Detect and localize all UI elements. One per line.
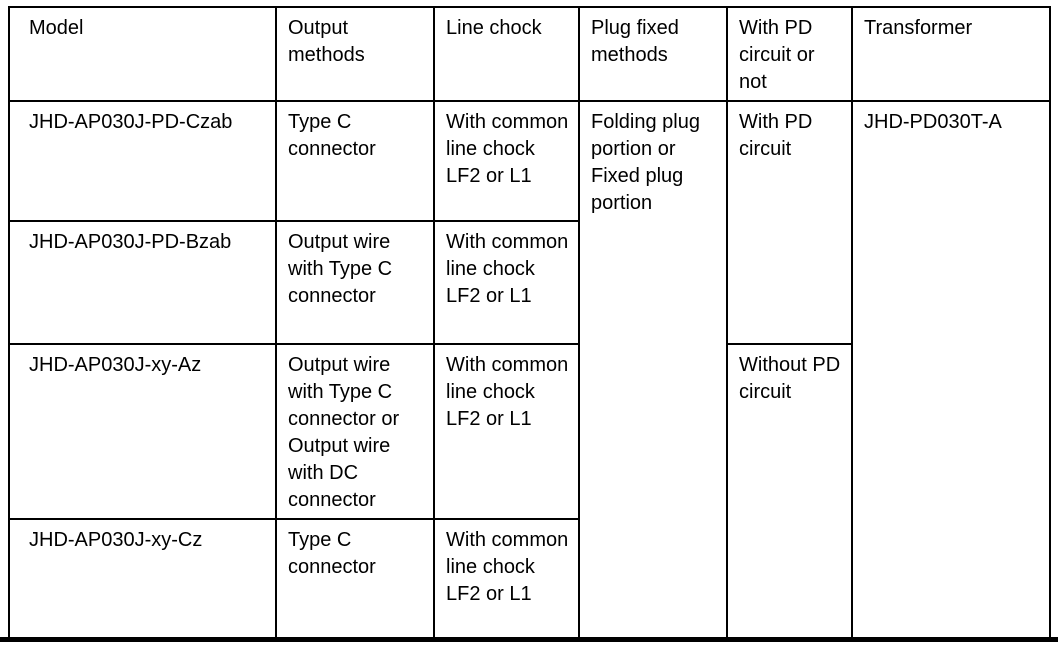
model-cell: JHD-AP030J-PD-Czab [8,100,277,222]
header-pd-circuit: With PD circuit or not [726,6,853,102]
output-methods-cell: Output wire with Type C connector or Out… [275,343,435,520]
model-cell: JHD-AP030J-PD-Bzab [8,220,277,345]
table-row: JHD-AP030J-PD-Bzab Output wire with Type… [8,220,1050,345]
table-header-row: Model Output methods Line chock Plug fix… [8,6,1051,102]
header-plug-fixed-methods: Plug fixed methods [578,6,728,102]
header-model: Model [8,6,277,102]
table-row: JHD-AP030J-xy-Cz Type C connector With c… [8,518,1050,640]
model-cell: JHD-AP030J-xy-Cz [8,518,277,640]
output-methods-cell: Output wire with Type C connector [275,220,435,345]
output-methods-cell: Type C connector [275,100,435,222]
without-pd-circuit-cell: Without PD circuit [726,343,853,640]
line-chock-cell: With common line chock LF2 or L1 [433,100,580,222]
page-bottom-rule [0,637,1058,642]
header-output-methods: Output methods [275,6,435,102]
table-row: JHD-AP030J-PD-Czab Type C connector With… [8,100,1051,640]
table-row: JHD-AP030J-xy-Az Output wire with Type C… [8,343,1050,640]
model-spec-table: Model Output methods Line chock Plug fix… [8,6,1051,640]
output-methods-cell: Type C connector [275,518,435,640]
transformer-cell: JHD-PD030T-A [851,100,1051,640]
with-pd-circuit-cell: With PD circuit [726,100,853,345]
model-cell: JHD-AP030J-xy-Az [8,343,277,520]
line-chock-cell: With common line chock LF2 or L1 [433,343,580,520]
header-line-chock: Line chock [433,6,580,102]
line-chock-cell: With common line chock LF2 or L1 [433,518,580,640]
header-transformer: Transformer [851,6,1051,102]
plug-fixed-methods-cell: Folding plug portion or Fixed plug porti… [578,100,728,640]
line-chock-cell: With common line chock LF2 or L1 [433,220,580,345]
